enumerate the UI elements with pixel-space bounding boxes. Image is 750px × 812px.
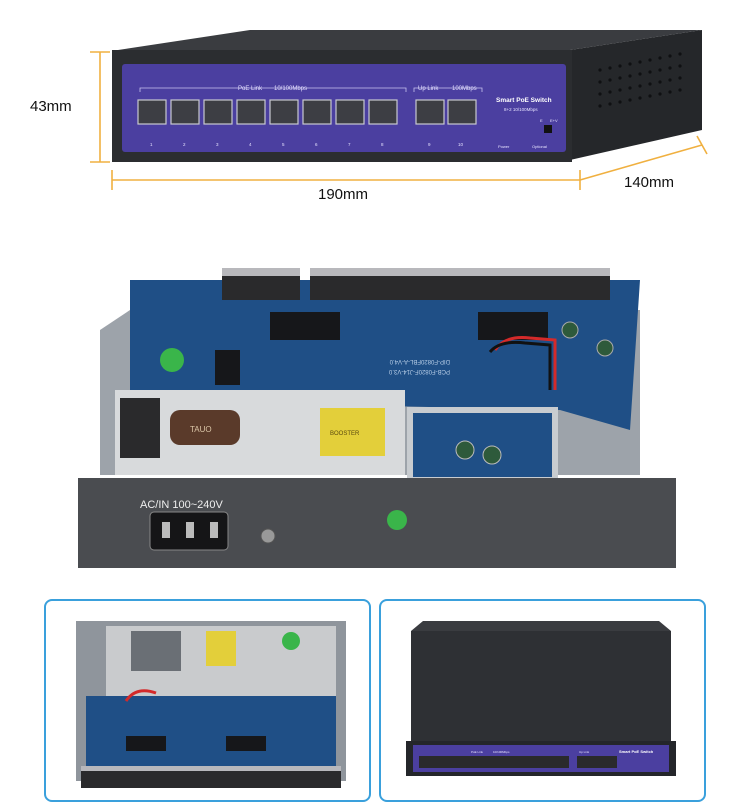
ac-input-label: AC/IN 100~240V bbox=[140, 499, 223, 511]
width-dimension: 190mm bbox=[318, 186, 369, 203]
power-label: Power bbox=[498, 144, 510, 149]
group2-label: Up Link bbox=[418, 86, 439, 92]
thumbnail-interior bbox=[44, 599, 371, 802]
thumb-brand: Smart PoE Switch bbox=[619, 749, 654, 754]
psu-transformer bbox=[320, 408, 385, 456]
chassis-side bbox=[570, 30, 702, 160]
bulk-capacitor bbox=[170, 410, 240, 445]
poe-ports bbox=[137, 99, 398, 125]
brand-sub: 8+2 10/100Mbps bbox=[504, 107, 538, 112]
interior-illustration: DIP-F0820FBL-A-V4.0 PCB-F0820F-J14-V3.0 … bbox=[78, 268, 676, 568]
svg-text:7: 7 bbox=[348, 142, 351, 147]
switch-front-illustration: PoE Link 10/100Mbps Up Link 100Mbps Smar… bbox=[90, 30, 708, 190]
psu-filter bbox=[120, 398, 160, 458]
svg-text:9: 9 bbox=[428, 142, 431, 147]
uplink-ports bbox=[415, 99, 477, 125]
cap-text: TAUO bbox=[190, 425, 212, 434]
svg-text:10: 10 bbox=[458, 142, 464, 147]
pcb-text-2: PCB-F0820F-J14-V3.0 bbox=[388, 368, 450, 374]
thumb-poe-label: PoE Link bbox=[471, 750, 484, 754]
pcb-text-1: DIP-F0820FBL-A-V4.0 bbox=[389, 358, 450, 364]
svg-text:2: 2 bbox=[183, 142, 186, 147]
switch-off-label: E+V bbox=[550, 118, 558, 123]
chassis-top bbox=[118, 30, 702, 50]
transformer-text: BOOSTER bbox=[330, 431, 360, 437]
svg-text:8: 8 bbox=[381, 142, 384, 147]
thumbnail-exterior: Smart PoE Switch PoE Link 10/100Mbps Up … bbox=[379, 599, 706, 802]
qc-sticker bbox=[160, 348, 184, 372]
interior-view: DIP-F0820FBL-A-V4.0 PCB-F0820F-J14-V3.0 … bbox=[0, 240, 750, 580]
dimension-lines bbox=[90, 51, 708, 190]
group1-speed: 10/100Mbps bbox=[274, 86, 307, 92]
thumbnail-interior-illustration bbox=[76, 621, 346, 788]
product-front-view: PoE Link 10/100Mbps Up Link 100Mbps Smar… bbox=[0, 0, 750, 215]
thumb-speed-label: 10/100Mbps bbox=[493, 750, 510, 754]
svg-text:1: 1 bbox=[150, 142, 153, 147]
height-dimension: 43mm bbox=[30, 98, 72, 115]
vent-holes bbox=[598, 52, 682, 108]
ground-screw bbox=[260, 528, 276, 544]
optional-label: Optional bbox=[532, 144, 547, 149]
group1-label: PoE Link bbox=[238, 86, 263, 92]
svg-text:6: 6 bbox=[315, 142, 318, 147]
group2-speed: 100Mbps bbox=[452, 86, 477, 92]
switch-on-label: E bbox=[540, 118, 543, 123]
svg-text:3: 3 bbox=[216, 142, 219, 147]
svg-text:4: 4 bbox=[249, 142, 252, 147]
mode-switch bbox=[544, 125, 552, 133]
port-numbers: 1 2 3 4 5 6 7 8 9 10 bbox=[150, 142, 464, 147]
thumbnail-exterior-illustration: Smart PoE Switch PoE Link 10/100Mbps Up … bbox=[406, 621, 676, 776]
magnetics-1 bbox=[270, 312, 340, 340]
ic-chip bbox=[215, 350, 240, 385]
qc-sticker-2 bbox=[387, 510, 407, 530]
thumb-uplink-label: Up Link bbox=[579, 750, 590, 754]
wire-black bbox=[488, 340, 552, 390]
svg-text:5: 5 bbox=[282, 142, 285, 147]
dc-module bbox=[407, 407, 558, 483]
depth-dimension: 140mm bbox=[624, 174, 675, 191]
magnetics-2 bbox=[478, 312, 548, 340]
brand-title: Smart PoE Switch bbox=[496, 97, 552, 104]
